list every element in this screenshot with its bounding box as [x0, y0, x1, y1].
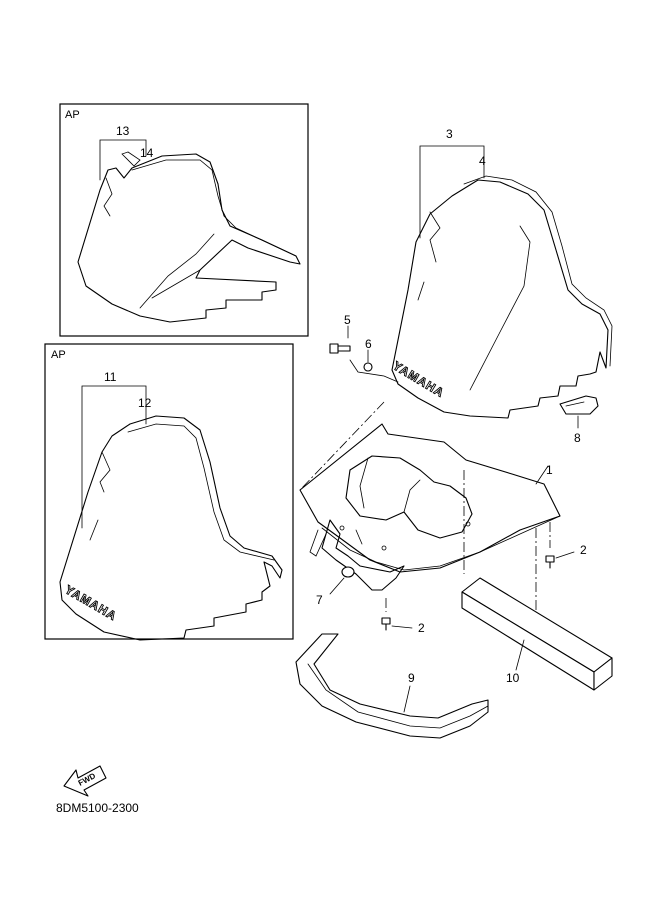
- fwd-arrow: FWD: [63, 765, 107, 797]
- callout-11: 11: [104, 370, 117, 384]
- hood-1-headlight-inner: [359, 457, 369, 509]
- bolt-2a-group: 2: [545, 543, 587, 569]
- windshield-3-crease: [469, 225, 531, 391]
- callout-2a: 2: [580, 543, 587, 557]
- leader-1: [535, 465, 549, 485]
- callout-5: 5: [344, 313, 351, 327]
- windshield-ap-13-edge: [103, 177, 113, 217]
- windshield-ap-13-outline: [77, 153, 301, 323]
- windshield-ap-14-clip: [121, 151, 141, 167]
- leader-10: [515, 639, 525, 671]
- callout-7: 7: [316, 593, 323, 607]
- hood-1-hole-c: [465, 521, 471, 527]
- callout-3: 3: [446, 127, 453, 141]
- leader-11-bracket: [81, 385, 147, 529]
- diagram-code: 8DM5100-2300: [56, 801, 139, 815]
- windshield-ap-brand: YAMAHA: [62, 582, 120, 624]
- clip-8-slot: [565, 401, 585, 407]
- hood-1-chin: [321, 519, 405, 591]
- ap-inset-upper-frame: [59, 103, 309, 337]
- foam-10-top: [461, 577, 613, 673]
- callout-10: 10: [506, 671, 520, 685]
- hood-1-headlight: [345, 455, 473, 539]
- callout-14: 14: [140, 146, 154, 160]
- callout-2b: 2: [418, 621, 425, 635]
- foam-10-end: [593, 657, 613, 691]
- callout-4: 4: [479, 154, 486, 168]
- bolt-2b-head: [381, 617, 391, 625]
- bolt-2a-head: [545, 555, 555, 563]
- windshield-ap-13-trim: [131, 159, 297, 257]
- callout-1: 1: [546, 463, 553, 477]
- washer-6-hint: [349, 359, 399, 383]
- callout-13: 13: [116, 124, 130, 138]
- clip-8: [559, 395, 599, 415]
- bolt-5-group: 5: [329, 313, 351, 354]
- callout-8: 8: [574, 431, 581, 445]
- foam-strip-9: 9: [295, 633, 489, 739]
- bolt-5-shank: [337, 345, 351, 352]
- callout-9: 9: [408, 671, 415, 685]
- hood-1-lip: [321, 515, 561, 571]
- hood-1-side: [309, 529, 327, 557]
- windshield-ap-13-crease2: [151, 269, 201, 299]
- windshield-brand: YAMAHA: [390, 358, 447, 401]
- hood-1-hole-b: [381, 545, 387, 551]
- hood-1-headlight-divider: [403, 479, 421, 513]
- leader-2a: [555, 551, 575, 559]
- hood-1-hole-a: [339, 525, 345, 531]
- hood-1-mark: [355, 529, 363, 545]
- washer-6: [363, 362, 373, 372]
- ap-inset-lower-label: AP: [51, 349, 66, 361]
- bolt-2b-group: 2: [381, 617, 425, 635]
- callout-12: 12: [138, 396, 152, 410]
- leader-9: [403, 685, 411, 713]
- windshield-3-mark: [417, 281, 425, 301]
- windshield-ap-13-crease: [139, 233, 215, 309]
- windshield-3-outline: [391, 179, 609, 419]
- leader-7: [329, 577, 345, 595]
- foam-strip-9-body: [295, 633, 489, 739]
- hood-1: 1: [299, 401, 561, 620]
- ap-inset-upper-label: AP: [65, 109, 80, 121]
- leader-3-bracket: [419, 145, 485, 239]
- grommet-7-group: 7: [316, 566, 355, 607]
- guide-line-windshield-hood: [299, 401, 385, 491]
- windshield-ap-11-edge: [99, 451, 111, 493]
- leader-2b: [391, 625, 413, 629]
- windshield-ap-brand-text: YAMAHA: [63, 582, 120, 623]
- windshield-4-trim: [463, 175, 613, 367]
- foam-strip-9-edge: [307, 663, 489, 729]
- bolt-5-head: [329, 343, 339, 354]
- clip-8-group: 8: [559, 395, 599, 445]
- foam-10: 10: [461, 577, 613, 691]
- leader-13-bracket: [99, 139, 147, 181]
- windshield-ap-11-mark: [89, 519, 99, 541]
- windshield-main: YAMAHA 3 4: [390, 127, 613, 419]
- grommet-7: [341, 566, 355, 578]
- washer-6-group: 6: [349, 337, 399, 383]
- fwd-arrow-icon: [63, 765, 107, 797]
- windshield-ap-11-outline: [59, 415, 283, 641]
- windshield-ap-11-trim: [127, 423, 275, 561]
- ap-inset-upper: AP 13 14: [59, 103, 309, 337]
- ap-inset-lower: AP YAMAHA 11 12: [44, 343, 294, 641]
- callout-6: 6: [365, 337, 372, 351]
- windshield-brand-text: YAMAHA: [390, 359, 447, 401]
- windshield-3-edge: [429, 211, 441, 263]
